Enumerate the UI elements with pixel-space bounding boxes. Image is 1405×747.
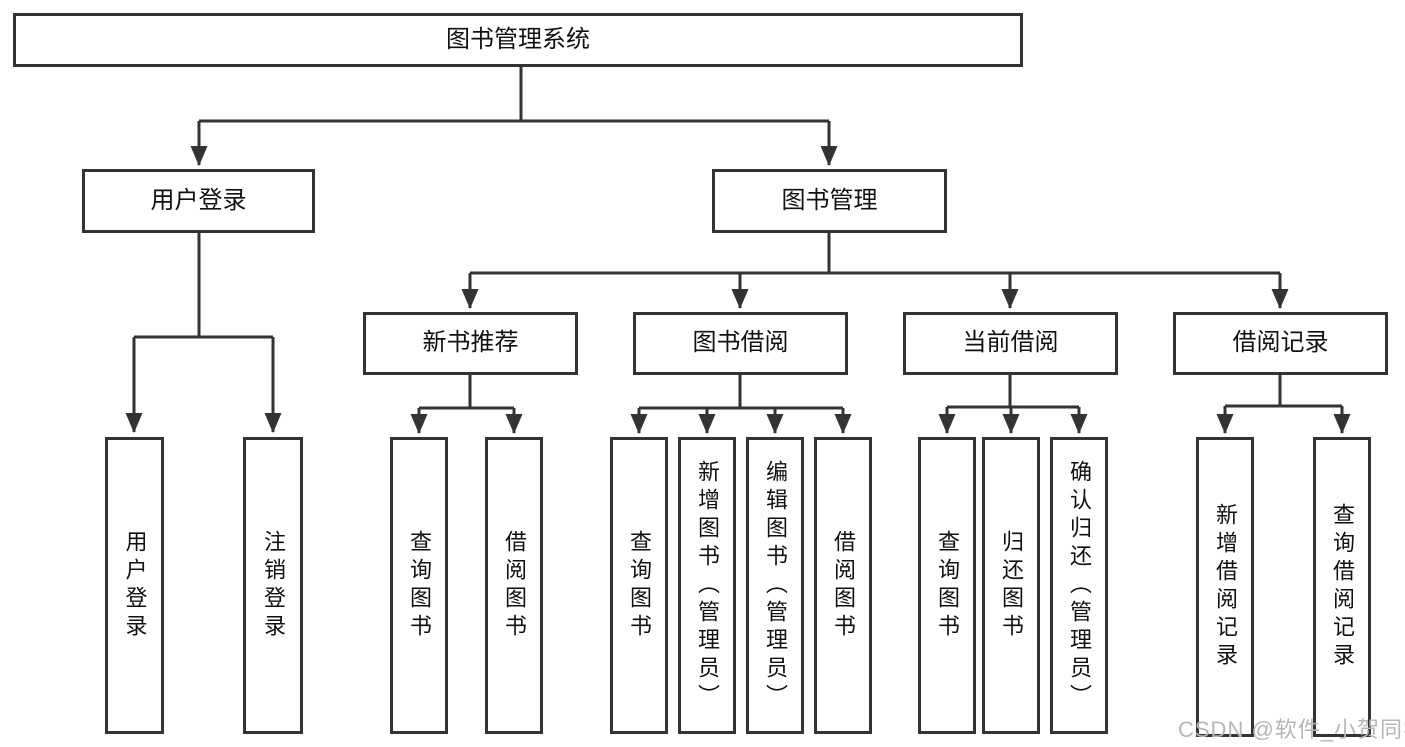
- leaf-cb-return-books-label: 归还图书: [999, 529, 1024, 642]
- edge-borrow-records-to-leaves: [1216, 375, 1351, 434]
- leaf-br-add-record: 新增借阅记录: [1196, 437, 1254, 737]
- leaf-rec-borrow-books-label: 借阅图书: [502, 529, 527, 642]
- node-user-login-label: 用户登录: [150, 186, 247, 214]
- edge-book-borrow-to-leaves: [630, 375, 852, 434]
- node-new-book-rec: 新书推荐: [363, 312, 578, 375]
- leaf-cb-return-books: 归还图书: [982, 437, 1040, 734]
- leaf-cb-query-books: 查询图书: [918, 437, 976, 734]
- leaf-bb-borrow-books-label: 借阅图书: [831, 529, 856, 642]
- edge-new-book-rec-to-leaves: [410, 375, 523, 434]
- leaf-user-login: 用户登录: [105, 437, 164, 734]
- edge-book-mgmt-to-level3: [461, 233, 1289, 309]
- leaf-cb-confirm-return-admin: 确认归还（管理员）: [1050, 437, 1108, 734]
- leaf-logout-label: 注销登录: [261, 529, 286, 642]
- leaf-logout: 注销登录: [243, 437, 303, 734]
- node-book-mgmt-label: 图书管理: [781, 186, 878, 214]
- node-borrow-records-label: 借阅记录: [1232, 329, 1329, 357]
- leaf-bb-query-books: 查询图书: [610, 437, 668, 734]
- node-book-borrow: 图书借阅: [633, 312, 848, 375]
- csdn-watermark: CSDN @软件_小贺同学: [1178, 717, 1405, 742]
- edge-current-borrow-to-leaves: [938, 375, 1088, 434]
- node-user-login: 用户登录: [82, 169, 315, 233]
- node-book-mgmt: 图书管理: [712, 169, 947, 233]
- node-book-borrow-label: 图书借阅: [692, 329, 789, 357]
- edge-user-login-to-leaves: [125, 233, 282, 433]
- leaf-user-login-label: 用户登录: [122, 529, 148, 642]
- node-current-borrow-label: 当前借阅: [962, 329, 1059, 357]
- node-current-borrow: 当前借阅: [903, 312, 1118, 375]
- leaf-cb-confirm-return-admin-label: 确认归还（管理员）: [1067, 459, 1092, 712]
- leaf-br-query-record: 查询借阅记录: [1313, 437, 1371, 737]
- node-borrow-records: 借阅记录: [1173, 312, 1388, 375]
- leaf-rec-query-books-label: 查询图书: [407, 529, 432, 642]
- leaf-bb-edit-books-admin-label: 编辑图书（管理员）: [763, 459, 788, 712]
- leaf-bb-borrow-books: 借阅图书: [814, 437, 872, 734]
- leaf-bb-add-books-admin: 新增图书（管理员）: [678, 437, 736, 734]
- edge-root-to-level2: [190, 67, 838, 166]
- node-root-label: 图书管理系统: [446, 25, 590, 53]
- node-root: 图书管理系统: [13, 13, 1023, 67]
- leaf-rec-query-books: 查询图书: [390, 437, 448, 734]
- leaf-br-query-record-label: 查询借阅记录: [1330, 503, 1355, 671]
- leaf-bb-query-books-label: 查询图书: [627, 529, 652, 642]
- leaf-bb-edit-books-admin: 编辑图书（管理员）: [746, 437, 804, 734]
- leaf-br-add-record-label: 新增借阅记录: [1213, 503, 1238, 671]
- node-new-book-rec-label: 新书推荐: [422, 329, 519, 357]
- leaf-cb-query-books-label: 查询图书: [935, 529, 960, 642]
- leaf-bb-add-books-admin-label: 新增图书（管理员）: [695, 459, 720, 712]
- leaf-rec-borrow-books: 借阅图书: [485, 437, 543, 734]
